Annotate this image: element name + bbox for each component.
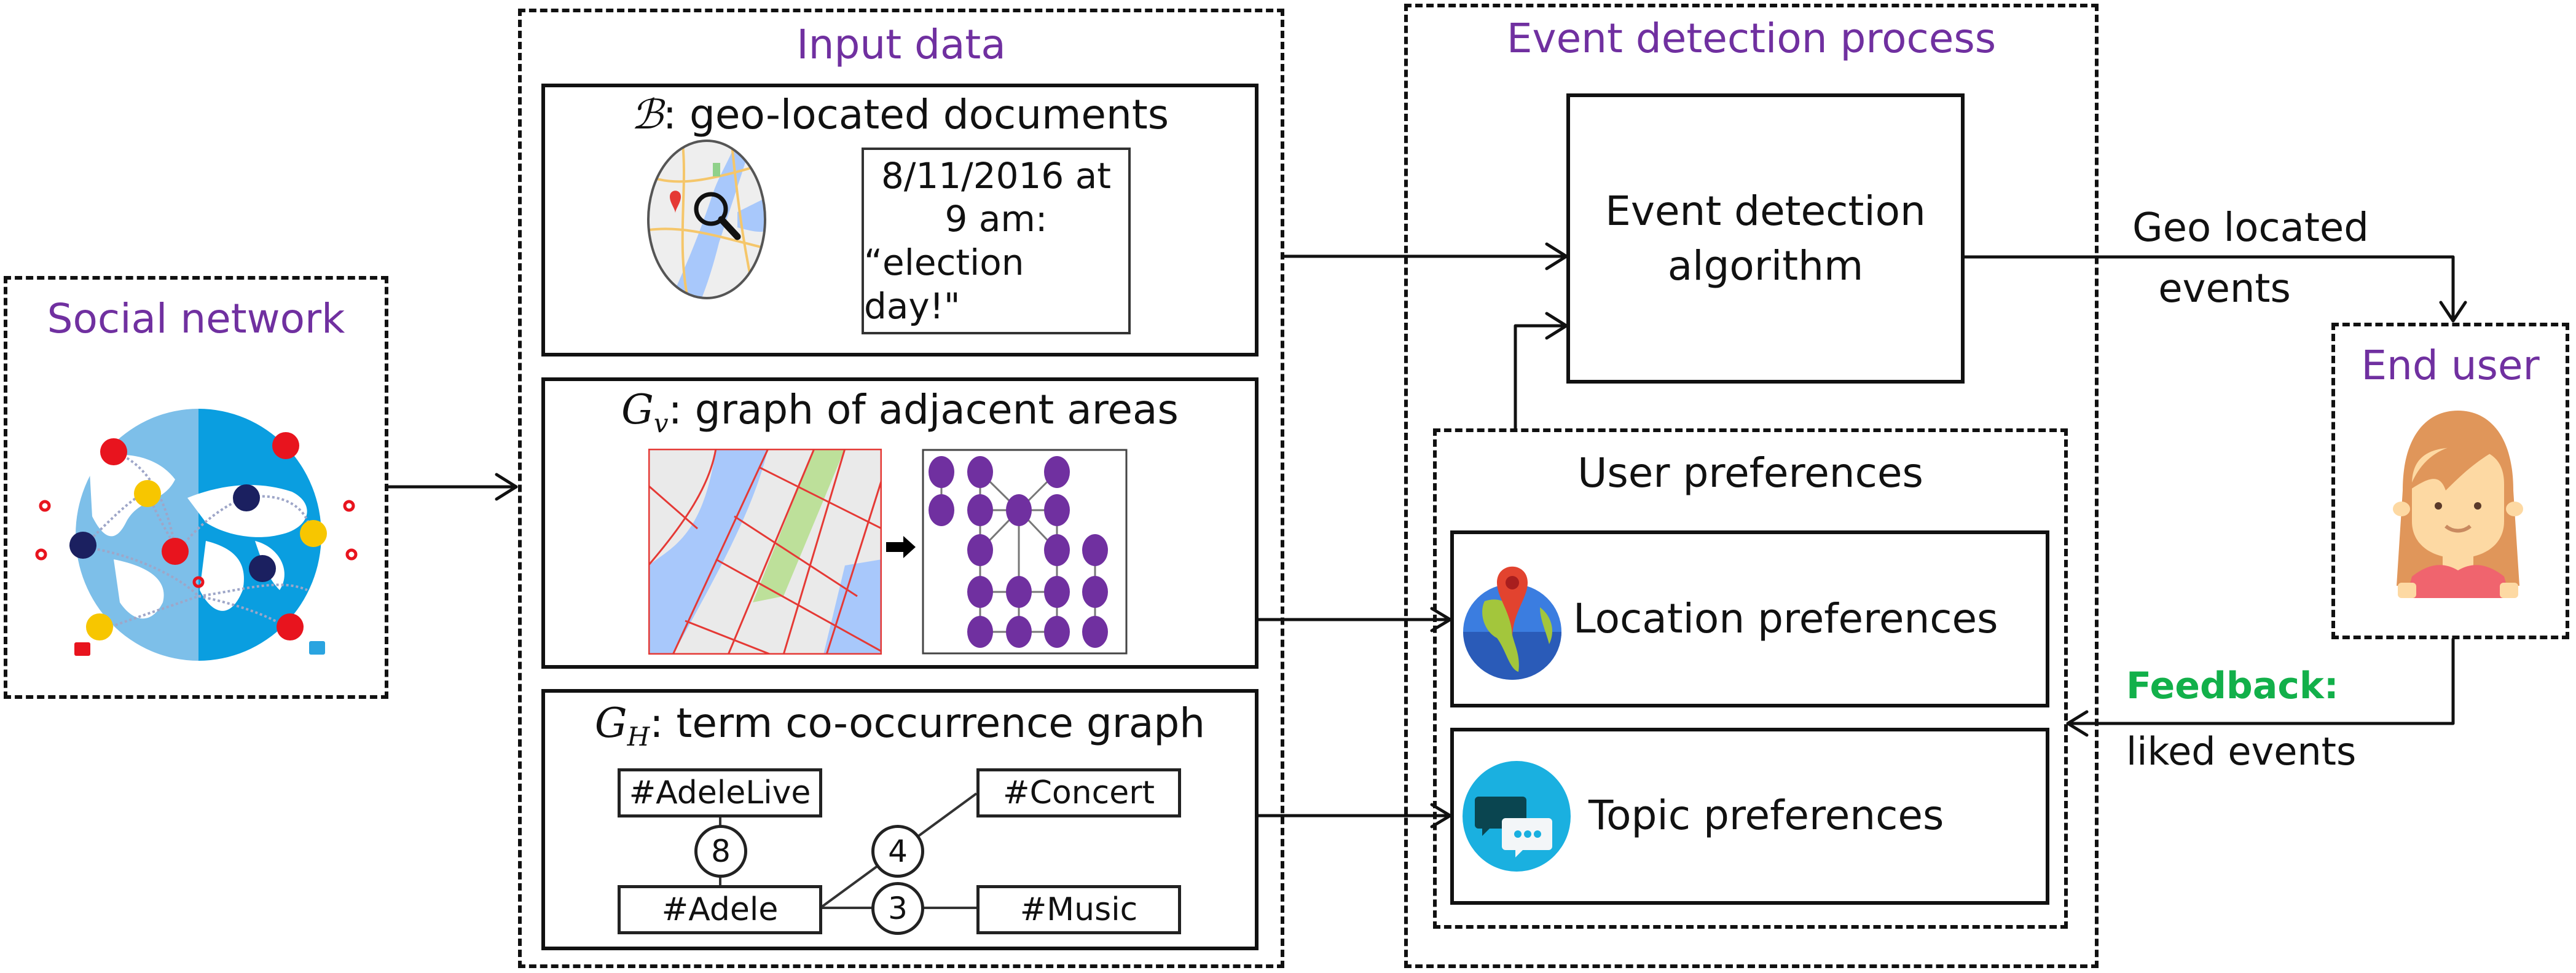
area-graph-symbol: G — [621, 386, 654, 433]
term-node: #Concert — [976, 768, 1181, 817]
end-user-panel — [2331, 323, 2569, 639]
adjacency-graph — [922, 449, 1128, 655]
area-node — [967, 576, 993, 608]
event-detection-algorithm-box: Event detection algorithm — [1566, 93, 1965, 384]
city-grid-map-icon — [647, 448, 883, 656]
tweet-line: “election day!" — [864, 242, 1024, 327]
area-node — [1006, 616, 1032, 648]
area-node — [929, 494, 954, 526]
term-graph-subscript: H — [627, 722, 650, 752]
area-node — [1044, 576, 1070, 608]
social-network-panel — [4, 276, 388, 699]
area-node — [929, 456, 954, 488]
area-node — [1006, 576, 1032, 608]
edge-weight: 3 — [871, 882, 924, 935]
user-preferences-title: User preferences — [1577, 449, 1923, 497]
globe-network-icon — [22, 393, 375, 664]
magnified-map-icon — [645, 138, 768, 301]
term-graph-symbol: G — [594, 699, 627, 747]
area-node — [1082, 576, 1108, 608]
right-arrow-icon — [886, 535, 917, 559]
tweet-line: 9 am: — [944, 198, 1048, 240]
output-line: events — [2158, 266, 2291, 312]
tweet-box: 8/11/2016 at 9 am: “election day!" — [862, 148, 1131, 334]
topic-preferences-label: Topic preferences — [1588, 792, 1944, 839]
input-data-title: Input data — [796, 21, 1006, 68]
chat-bubbles-icon — [1461, 760, 1572, 873]
area-node — [1006, 494, 1032, 526]
arrow-social-to-input — [387, 473, 518, 501]
area-node — [1082, 616, 1108, 648]
area-node — [1082, 534, 1108, 566]
algorithm-line: algorithm — [1667, 242, 1864, 290]
area-node — [1044, 456, 1070, 488]
location-preferences-label: Location preferences — [1573, 595, 1998, 642]
algorithm-line: Event detection — [1605, 187, 1926, 235]
event-detection-title: Event detection process — [1506, 15, 1997, 62]
tweet-line: 8/11/2016 at — [881, 154, 1112, 197]
term-node: #AdeleLive — [618, 768, 822, 817]
documents-symbol: ℬ — [630, 91, 663, 138]
user-avatar-icon — [2384, 398, 2532, 598]
globe-pin-icon — [1460, 564, 1565, 681]
edge-weight: 8 — [694, 825, 747, 878]
area-node — [967, 616, 993, 648]
event-detection-panel — [1404, 4, 2099, 968]
feedback-text: liked events — [2126, 729, 2357, 774]
input-data-panel — [518, 9, 1284, 968]
feedback-heading: Feedback: — [2126, 664, 2339, 707]
area-node — [967, 494, 993, 526]
social-network-title: Social network — [47, 295, 345, 342]
area-node — [1044, 534, 1070, 566]
area-graph-heading: Gv: graph of adjacent areas — [541, 388, 1259, 437]
term-node: #Music — [976, 885, 1181, 934]
area-node — [967, 456, 993, 488]
geo-located-events-label: Geo located events — [2132, 198, 2369, 320]
edge-weight: 4 — [871, 825, 924, 878]
end-user-title: End user — [2361, 342, 2540, 389]
output-line: Geo located — [2132, 205, 2369, 251]
term-graph-label: : term co-occurrence graph — [650, 699, 1206, 747]
area-node — [1044, 494, 1070, 526]
documents-label: : geo-located documents — [662, 91, 1169, 138]
area-graph-label: : graph of adjacent areas — [668, 386, 1179, 433]
area-node — [1044, 616, 1070, 648]
area-graph-subscript: v — [653, 408, 669, 439]
user-preferences-panel — [1433, 428, 2068, 929]
term-graph-heading: GH: term co-occurrence graph — [541, 702, 1259, 750]
geo-documents-heading: ℬ: geo-located documents — [541, 93, 1259, 136]
term-node: #Adele — [618, 885, 822, 934]
area-node — [967, 534, 993, 566]
